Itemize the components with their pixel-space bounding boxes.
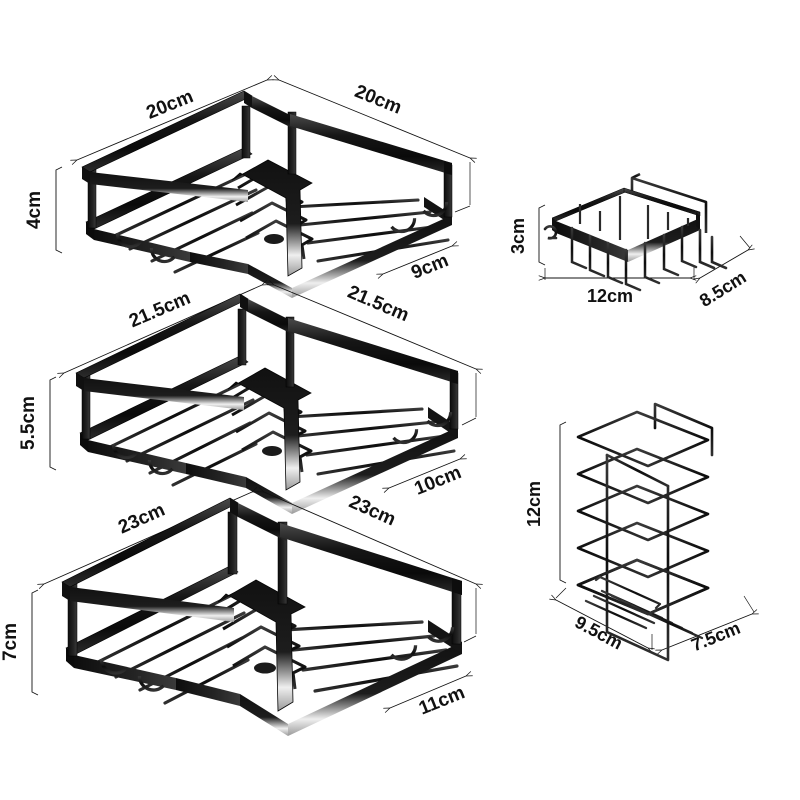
soap-dish-body [543, 172, 728, 292]
utensil-divider-top [653, 402, 714, 457]
dimline-right-20cm [272, 75, 477, 163]
dimension-lines-soap-dish [538, 204, 755, 284]
utensil-rings [576, 410, 710, 616]
dimbracket-height-12cm [559, 421, 567, 584]
floor-bars-right-small [290, 198, 450, 263]
label-soap-depth-8-5cm: 8.5cm [696, 267, 750, 311]
bottom-frame-large [65, 565, 462, 736]
label-small-height-4cm: 4cm [24, 191, 45, 229]
dimline-right-23cm [257, 487, 483, 589]
dimline-depth-10cm [382, 454, 467, 493]
corner-inner-lip-small [231, 159, 313, 277]
top-rail-medium [75, 293, 458, 410]
corner-inner-lip-medium [227, 367, 312, 491]
dimline-width-9-5cm [549, 594, 655, 654]
dimbracket-height-7cm [31, 589, 39, 696]
label-utensil-width-9-5cm: 9.5cm [572, 612, 626, 654]
product-corner-shelf-medium: 21.5cm 21.5cm 5.5cm 10cm [18, 280, 483, 514]
label-soap-height-3cm: 3cm [508, 218, 528, 254]
label-soap-width-12cm: 12cm [587, 286, 633, 306]
dimext-depth-small [454, 205, 471, 213]
utensil-corner-posts [576, 410, 710, 616]
dimension-lines-small [55, 75, 477, 279]
label-small-depth-9cm: 9cm [408, 250, 451, 284]
dimline-depth-8-5cm [693, 244, 755, 284]
label-large-depth-11cm: 11cm [416, 682, 468, 719]
label-utensil-depth-7-5cm: 7.5cm [688, 618, 743, 656]
soap-rear-ribs [578, 196, 690, 240]
label-utensil-height-12cm: 12cm [524, 481, 544, 527]
soap-left-hook [543, 225, 558, 240]
dimbracket-height-4cm [55, 166, 63, 254]
dimbracket-height-3cm [538, 204, 546, 266]
label-medium-right-21-5cm: 21.5cm [344, 282, 412, 327]
shelf-body-small [81, 90, 453, 298]
shelf-body-large [61, 497, 462, 736]
dimext-utensil-left [555, 587, 567, 599]
hook-loops-small [115, 202, 449, 264]
floor-bars-right-large [282, 620, 459, 693]
dimext-utensil-right [743, 595, 755, 613]
product-corner-shelf-small: 20cm 20cm 4cm 9cm [24, 75, 477, 298]
label-large-right-23cm: 23cm [346, 491, 399, 530]
product-utensil-holder: 12cm 9.5cm 7.5cm [524, 402, 759, 662]
dimbracket-height-5-5cm [49, 376, 57, 471]
dimline-depth-7-5cm [655, 609, 759, 655]
label-large-height-7cm: 7cm [0, 623, 21, 661]
utensil-base-slats [584, 589, 704, 640]
dimline-depth-9cm [376, 241, 459, 279]
label-medium-height-5-5cm: 5.5cm [18, 396, 39, 450]
dimext-soap-depth [739, 235, 751, 249]
top-rail-large [61, 497, 462, 622]
dimext-depth-large [463, 635, 477, 643]
utensil-drip-lip [594, 575, 662, 610]
product-soap-dish: 3cm 12cm 8.5cm [508, 172, 755, 311]
dimline-right-21-5cm [267, 280, 483, 374]
suction-pad-medium [262, 446, 282, 456]
utensil-holder-body [576, 402, 714, 662]
top-rail-small [81, 90, 452, 202]
suction-pad-large [254, 662, 276, 674]
soap-right-hooks [698, 228, 728, 270]
dimension-lines-utensil [549, 421, 759, 655]
hook-loops-large [99, 627, 455, 692]
product-corner-shelf-large: 23cm 23cm 7cm 11cm [0, 487, 483, 736]
utensil-base-rim [576, 558, 710, 616]
soap-ribs [570, 225, 698, 292]
suction-pad-small [264, 234, 284, 244]
hook-loops-medium [111, 412, 453, 476]
corner-inner-lip-large [217, 579, 306, 712]
dimext-depth-medium [461, 417, 477, 426]
dimline-left-20cm [70, 75, 274, 165]
dimline-depth-11cm [383, 671, 473, 713]
